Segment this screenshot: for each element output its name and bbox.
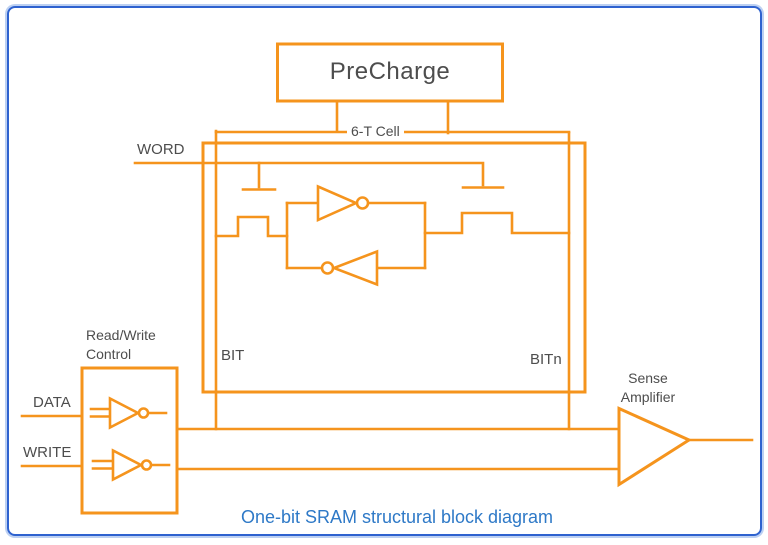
buffer-write-bubble: [140, 459, 153, 471]
precharge-box: [276, 42, 504, 103]
inverter-top-triangle: [316, 184, 360, 223]
read-write-control-box: [80, 366, 179, 515]
access-transistor-left: [241, 161, 277, 191]
sense-amplifier-label-line1: Sense: [628, 370, 668, 386]
six-t-cell-label: 6-T Cell: [347, 123, 404, 139]
inverter-top: [285, 184, 427, 223]
sense-amplifier-label-line2: Amplifier: [620, 389, 676, 405]
read-write-control-label: Read/Write Control: [86, 326, 156, 364]
read-write-control-label-line2: Control: [86, 346, 132, 362]
tristate-buffer-write: [91, 448, 171, 482]
bitn-label: BITn: [530, 351, 562, 368]
sense-amplifier: [617, 406, 754, 488]
sense-amplifier-label: Sense Amplifier: [594, 369, 702, 407]
sense-amplifier-triangle: [617, 406, 693, 488]
buffer-read-bubble: [137, 407, 150, 419]
inverter-bottom-triangle: [330, 249, 379, 287]
write-label: WRITE: [23, 444, 72, 461]
bit-access-channel-wire: [214, 215, 289, 238]
read-write-control-label-line1: Read/Write: [86, 327, 156, 343]
precharge-label: PreCharge: [329, 58, 451, 85]
inverter-top-bubble: [355, 196, 370, 210]
bitn-access-channel-wire: [423, 211, 571, 235]
buffer-write-triangle: [111, 448, 144, 482]
diagram-caption: One-bit SRAM structural block diagram: [240, 507, 554, 527]
data-label: DATA: [33, 394, 71, 411]
word-line: [133, 161, 485, 187]
tristate-buffer-read: [89, 396, 168, 430]
word-label: WORD: [137, 141, 185, 158]
inverter-bottom: [285, 249, 427, 287]
buffer-read-triangle: [108, 396, 141, 430]
six-t-cell-box: [201, 141, 587, 394]
inverter-bottom-bubble: [320, 261, 335, 275]
bit-label: BIT: [221, 347, 245, 364]
